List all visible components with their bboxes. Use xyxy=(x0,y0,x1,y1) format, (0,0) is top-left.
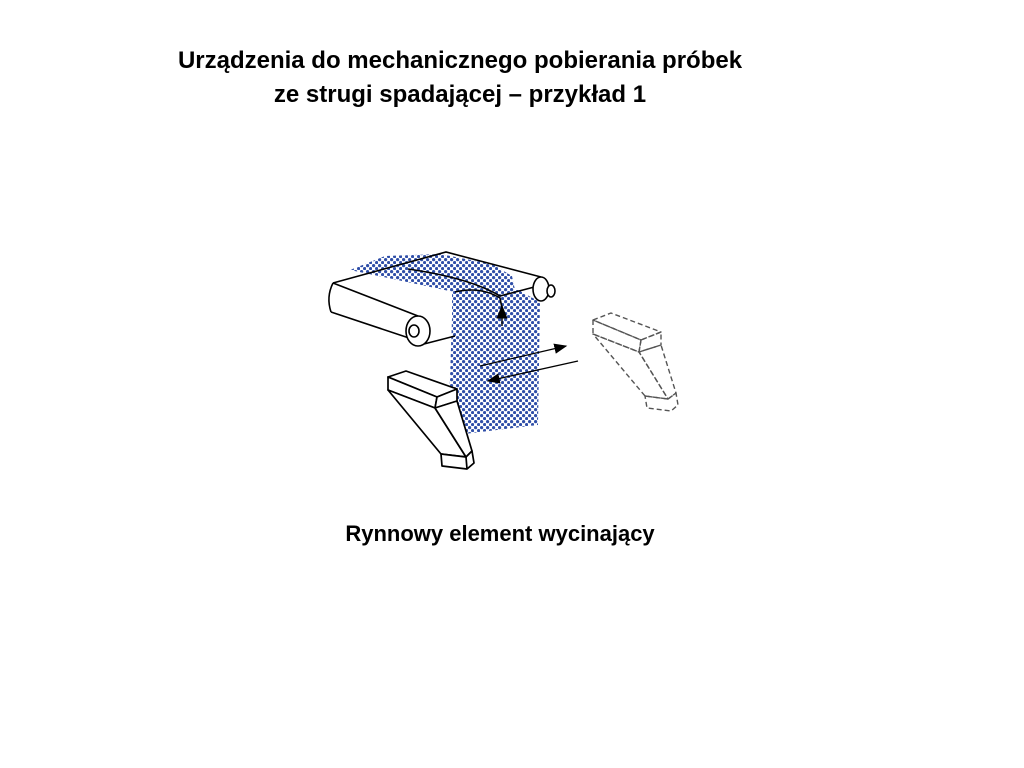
slide-title: Urządzenia do mechanicznego pobierania p… xyxy=(0,44,920,112)
travel-arrows xyxy=(479,343,579,384)
diagram-caption: Rynnowy element wycinający xyxy=(345,521,655,546)
title-line-2: ze strugi spadającej – przykład 1 xyxy=(273,81,647,108)
chute-cutter-dashed xyxy=(592,312,679,412)
title-line-1: Urządzenia do mechanicznego pobierania p… xyxy=(177,47,743,74)
belt-conveyor xyxy=(328,251,556,347)
chute-cutter-solid xyxy=(387,370,475,470)
